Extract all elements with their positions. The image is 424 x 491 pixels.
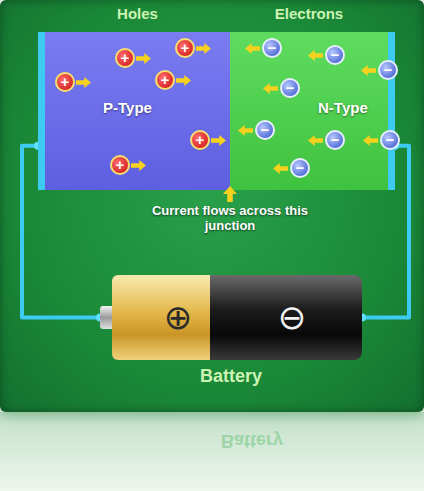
battery-body: Battery <box>100 275 362 360</box>
electron-charge: − <box>280 78 300 98</box>
electron-charge: − <box>255 120 275 140</box>
electron-charge: − <box>290 158 310 178</box>
reflection-ground <box>0 412 424 491</box>
positive-symbol: ⊕ <box>164 299 193 335</box>
region-name: N-Type <box>318 99 368 116</box>
battery-positive-end <box>112 275 210 360</box>
hole-charge: + <box>115 48 135 68</box>
junction-caption: Current flows across this junction <box>140 203 320 233</box>
battery-label: Battery <box>100 366 362 387</box>
electron-charge: − <box>262 38 282 58</box>
electron-charge: − <box>378 60 398 80</box>
negative-symbol: ⊖ <box>278 299 307 335</box>
battery-reflection: Battery <box>221 430 283 451</box>
hole-charge: + <box>110 155 130 175</box>
hole-charge: + <box>55 72 75 92</box>
hole-charge: + <box>155 70 175 90</box>
electron-charge: − <box>325 45 345 65</box>
battery-terminal <box>100 306 112 329</box>
electron-charge: − <box>325 130 345 150</box>
region-heading: Holes <box>45 5 230 22</box>
hole-charge: + <box>190 130 210 150</box>
electron-charge: − <box>380 130 400 150</box>
region-name: P-Type <box>103 99 152 116</box>
region-heading: Electrons <box>230 5 388 22</box>
hole-charge: + <box>175 38 195 58</box>
